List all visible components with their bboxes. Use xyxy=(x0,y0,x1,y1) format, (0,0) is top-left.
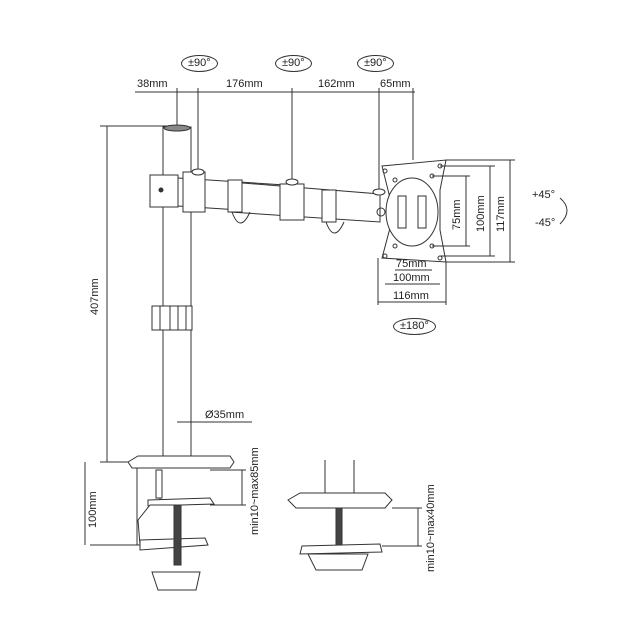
joint-2-rotation-label: ±90° xyxy=(275,55,312,72)
arm-segment-2-label: 162mm xyxy=(318,78,355,90)
tilt-arrow-icon xyxy=(559,197,568,225)
vesa-height-100-label: 100mm xyxy=(475,195,487,232)
head-offset-label: 65mm xyxy=(380,78,411,90)
joint-3-rotation-label: ±90° xyxy=(357,55,394,72)
clamp-height-label: 100mm xyxy=(87,491,99,528)
joint-1-rotation-label: ±90° xyxy=(181,55,218,72)
grommet-mount xyxy=(287,460,393,571)
pole-height-label: 407mm xyxy=(89,278,101,315)
pole-diameter-label: Ø35mm xyxy=(205,409,245,421)
tilt-up-label: +45° xyxy=(532,189,556,201)
vesa-width-100-label: 100mm xyxy=(393,272,430,284)
arm-segment-1-label: 176mm xyxy=(226,78,263,90)
vesa-height-75-label: 75mm xyxy=(451,199,463,230)
vesa-width-75-label: 75mm xyxy=(396,258,427,270)
clamp-range-label: min10~max85mm xyxy=(249,447,261,535)
vesa-height-117-label: 117mm xyxy=(495,196,507,232)
tilt-down-label: -45° xyxy=(535,217,556,229)
grommet-range-label: min10~max40mm xyxy=(425,484,437,572)
desk-clamp xyxy=(127,455,235,591)
vesa-rotation-label: ±180° xyxy=(393,318,436,335)
vesa-width-116-label: 116mm xyxy=(393,290,429,302)
pole-offset-label: 38mm xyxy=(137,78,168,90)
arm xyxy=(149,168,386,234)
vesa-plate xyxy=(376,159,447,263)
